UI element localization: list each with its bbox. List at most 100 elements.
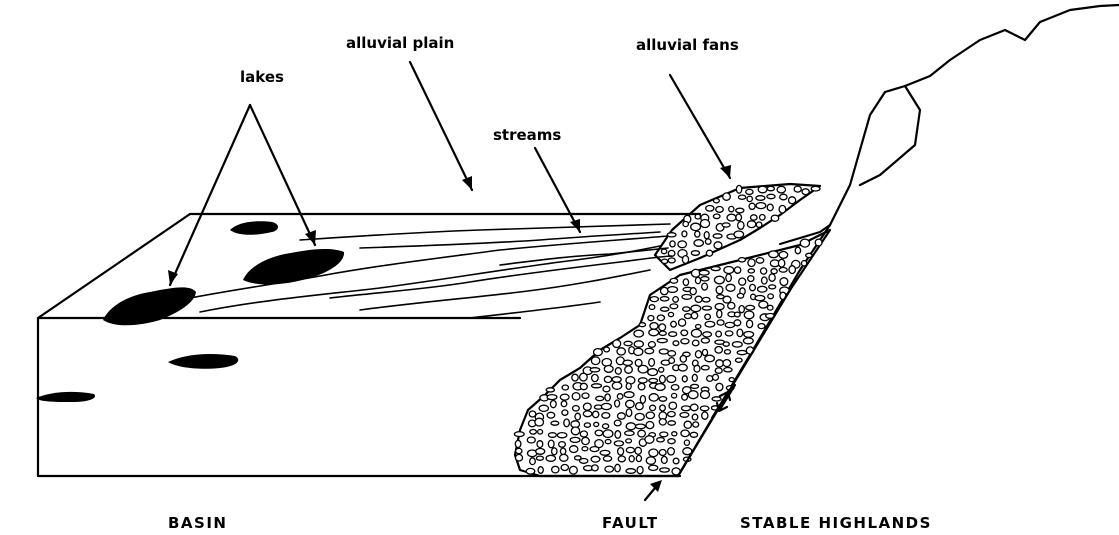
- pebble: [724, 267, 734, 274]
- pebble: [761, 268, 767, 274]
- pebble: [690, 288, 696, 295]
- pebble: [806, 253, 812, 257]
- pebble: [681, 339, 689, 344]
- pebble: [580, 459, 588, 464]
- pebble: [591, 456, 600, 462]
- pebble: [648, 369, 658, 376]
- pebble: [737, 293, 743, 298]
- pebble: [600, 450, 610, 455]
- pebble: [592, 384, 602, 388]
- pebble: [562, 410, 568, 415]
- pebble: [623, 360, 632, 365]
- pebble: [737, 351, 747, 355]
- pebble: [657, 315, 664, 321]
- pebble: [601, 403, 611, 409]
- pebble: [779, 252, 788, 259]
- pebble: [695, 231, 700, 237]
- pebble-texture: [514, 185, 822, 475]
- pebble: [660, 375, 666, 383]
- pebble: [538, 467, 543, 474]
- pebble: [744, 332, 754, 338]
- pebble: [750, 284, 756, 290]
- pebble: [636, 424, 646, 429]
- pebble: [668, 287, 678, 293]
- pebble: [692, 374, 697, 381]
- pebble: [546, 388, 554, 392]
- pebble: [626, 409, 632, 417]
- lake-2: [243, 249, 344, 285]
- pebble: [660, 297, 669, 301]
- pebble: [747, 196, 752, 201]
- pebble: [671, 321, 677, 327]
- pebble: [683, 279, 688, 286]
- pebble: [716, 360, 724, 367]
- pebble: [618, 413, 626, 419]
- pebble: [815, 239, 822, 246]
- pebble: [722, 223, 730, 227]
- pebble: [714, 199, 720, 203]
- pebble: [602, 413, 610, 419]
- pebble: [690, 404, 698, 411]
- pebble: [738, 195, 745, 199]
- pebble: [537, 441, 543, 448]
- pebble: [701, 391, 710, 399]
- pebble: [795, 247, 800, 254]
- pebble: [694, 365, 700, 372]
- pebble: [617, 394, 623, 399]
- pebble: [693, 422, 699, 427]
- pebble: [646, 457, 655, 464]
- pebble: [716, 207, 724, 213]
- pebble: [515, 440, 521, 447]
- pebble: [715, 347, 722, 354]
- label-streams: streams: [493, 126, 561, 144]
- pebble: [711, 267, 720, 271]
- pebble: [635, 413, 644, 420]
- pebble: [548, 433, 556, 438]
- pebble: [736, 358, 743, 362]
- pebble: [747, 221, 755, 228]
- pebble: [695, 214, 700, 219]
- pebble: [552, 448, 557, 455]
- pebble: [681, 330, 688, 336]
- pebble: [615, 464, 620, 472]
- pebble: [802, 261, 807, 266]
- pebble: [638, 383, 645, 390]
- pebble: [758, 186, 767, 193]
- pebble: [767, 194, 775, 198]
- pebble: [672, 432, 677, 436]
- pebble: [625, 366, 633, 373]
- pebble: [657, 339, 667, 343]
- pebble: [624, 392, 634, 398]
- pebble: [659, 450, 666, 456]
- pebble: [660, 432, 668, 437]
- pebble: [550, 401, 556, 408]
- pebble: [715, 276, 725, 284]
- pebble: [636, 403, 644, 410]
- pebble: [659, 324, 666, 331]
- pebble: [646, 412, 654, 419]
- pebble: [657, 438, 665, 442]
- lake-4: [168, 354, 238, 369]
- pebble: [682, 376, 687, 382]
- pebble: [695, 277, 700, 283]
- pebble: [678, 364, 687, 371]
- pebble: [668, 258, 675, 263]
- label-lakes: lakes: [240, 68, 284, 86]
- pebble: [546, 455, 555, 461]
- pebble: [648, 316, 654, 321]
- pebble: [634, 341, 643, 347]
- pebble: [669, 402, 677, 409]
- pebble: [530, 430, 537, 435]
- pebble: [514, 432, 524, 437]
- pebble: [650, 297, 658, 302]
- pebble: [645, 348, 654, 353]
- pebble: [539, 405, 548, 411]
- pebble: [635, 447, 641, 454]
- pebble: [592, 374, 599, 381]
- pebble: [649, 465, 658, 470]
- pebble: [673, 458, 679, 464]
- pebble: [575, 413, 580, 420]
- pebble: [755, 296, 765, 301]
- pebble: [723, 342, 729, 346]
